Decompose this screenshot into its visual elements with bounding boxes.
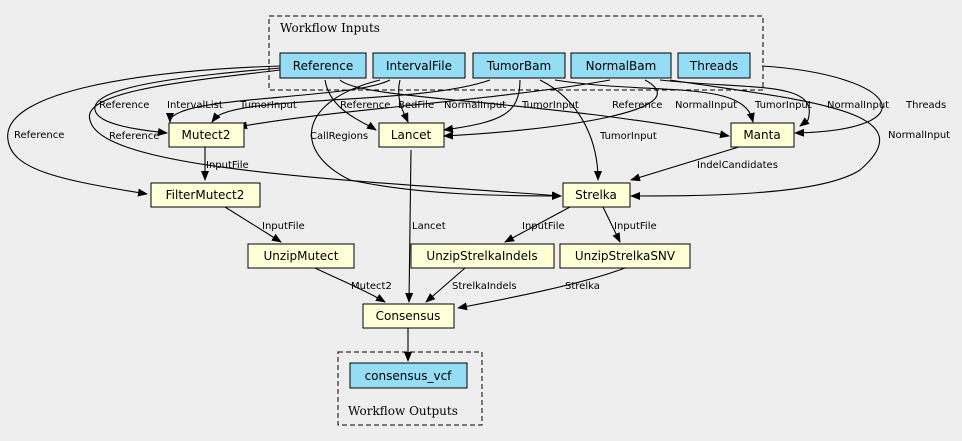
label-inputfile-filtermutect2: InputFile — [206, 160, 249, 171]
node-unzipstrelkaindels[interactable]: UnzipStrelkaIndels — [410, 243, 555, 269]
edge-normalbam-lancet — [443, 79, 658, 140]
node-threads-label: Threads — [689, 59, 738, 73]
node-mutect2[interactable]: Mutect2 — [168, 122, 245, 148]
node-reference[interactable]: Reference — [279, 52, 367, 79]
label-strelkaindels: StrelkaIndels — [452, 281, 517, 292]
input-nodes: Reference IntervalFile TumorBam NormalBa… — [279, 52, 751, 79]
edge-unzipindels-consensus — [425, 267, 466, 303]
edge-tumorbam-strelka — [539, 79, 602, 181]
label-intervallist: IntervalList — [167, 100, 223, 111]
label-inputfile-unzipindels: InputFile — [522, 221, 565, 232]
label-strelka: Strelka — [565, 281, 600, 292]
label-reference-manta: Reference — [612, 100, 662, 111]
edge-unzipmutect-consensus — [314, 267, 386, 303]
node-unzipmutect[interactable]: UnzipMutect — [247, 243, 355, 269]
edge-intervalfile-mutect2 — [166, 79, 391, 123]
node-strelka[interactable]: Strelka — [562, 182, 631, 208]
edge-manta-strelka — [630, 145, 743, 182]
node-tumorbam[interactable]: TumorBam — [472, 52, 566, 79]
label-indelcandidates: IndelCandidates — [697, 160, 778, 171]
edge-strelka-unzipsnv — [602, 206, 621, 243]
node-consensus-label: Consensus — [376, 309, 441, 323]
node-unzipstrelkaindels-label: UnzipStrelkaIndels — [426, 249, 537, 263]
edge-tumorbam-manta — [554, 79, 755, 123]
label-normalinput-strelka: NormalInput — [888, 130, 950, 141]
node-intervalfile-label: IntervalFile — [386, 59, 452, 73]
label-tumorinput-lancet: TumorInput — [521, 100, 579, 111]
node-filtermutect2[interactable]: FilterMutect2 — [150, 182, 261, 208]
node-unzipstrelkasnv-label: UnzipStrelkaSNV — [575, 249, 676, 263]
node-lancet-label: Lancet — [391, 128, 432, 142]
node-mutect2-label: Mutect2 — [182, 128, 231, 142]
edge-normalbam-mutect2 — [237, 79, 611, 130]
node-consensus-vcf[interactable]: consensus_vcf — [349, 362, 468, 389]
edge-tumorbam-lancet — [443, 79, 521, 133]
node-normalbam-label: NormalBam — [586, 59, 657, 73]
workflow-outputs-title: Workflow Outputs — [348, 404, 458, 418]
node-consensus[interactable]: Consensus — [362, 303, 455, 329]
edge-strelka-unzipindels — [504, 206, 571, 243]
label-normalinput-mutect2: NormalInput — [444, 100, 506, 111]
label-reference-strelka: Reference — [109, 131, 159, 142]
edge-reference-filtermutect2 — [7, 65, 281, 197]
edge-threads-manta — [761, 65, 883, 137]
label-lancet: Lancet — [412, 221, 446, 232]
node-unzipstrelkasnv[interactable]: UnzipStrelkaSNV — [559, 243, 691, 269]
edge-normalbam-strelka — [630, 79, 881, 200]
edge-tumorbam-mutect2 — [211, 79, 491, 123]
node-tumorbam-label: TumorBam — [486, 59, 551, 73]
edge-labels: Reference Reference Reference IntervalLi… — [14, 100, 950, 292]
node-manta-label: Manta — [743, 128, 780, 142]
node-filtermutect2-label: FilterMutect2 — [166, 188, 245, 202]
edge-reference-mutect2 — [94, 67, 281, 136]
node-reference-label: Reference — [293, 59, 353, 73]
node-strelka-label: Strelka — [575, 188, 617, 202]
label-mutect2: Mutect2 — [351, 281, 392, 292]
workflow-inputs-cluster: Workflow Inputs — [268, 15, 764, 91]
edge-normalbam-manta — [659, 79, 810, 127]
label-reference-mutect2: Reference — [99, 100, 149, 111]
label-inputfile-unzipmutect: InputFile — [262, 221, 305, 232]
edge-intervalfile-strelka — [311, 79, 562, 200]
node-manta[interactable]: Manta — [730, 122, 795, 148]
label-callregions: CallRegions — [310, 131, 368, 142]
node-threads[interactable]: Threads — [677, 52, 751, 79]
label-tumorinput-mutect2: TumorInput — [239, 100, 297, 111]
node-consensus-vcf-label: consensus_vcf — [365, 369, 453, 383]
label-normalinput-manta: NormalInput — [827, 100, 889, 111]
label-inputfile-unzipsnv: InputFile — [614, 221, 657, 232]
edge-reference-strelka — [89, 69, 562, 200]
node-lancet[interactable]: Lancet — [378, 122, 445, 148]
node-unzipmutect-label: UnzipMutect — [264, 249, 339, 263]
edge-lancet-consensus — [405, 149, 414, 303]
label-bedfile: BedFile — [398, 100, 434, 111]
node-intervalfile[interactable]: IntervalFile — [372, 52, 466, 79]
edge-filtermutect2-unzipmutect — [224, 206, 282, 243]
label-threads: Threads — [905, 100, 946, 111]
label-reference-lancet: Reference — [340, 100, 390, 111]
step-nodes: Mutect2 Lancet Manta FilterMutect2 Strel… — [150, 122, 795, 329]
edge-unzipsnv-consensus — [457, 267, 626, 311]
label-normalinput-lancet: NormalInput — [675, 100, 737, 111]
node-normalbam[interactable]: NormalBam — [570, 52, 672, 79]
label-tumorinput-manta: TumorInput — [754, 100, 812, 111]
label-tumorinput-strelka: TumorInput — [599, 131, 657, 142]
workflow-inputs-title: Workflow Inputs — [280, 21, 380, 35]
label-reference-filtermutect2: Reference — [14, 130, 64, 141]
edges — [7, 65, 883, 362]
